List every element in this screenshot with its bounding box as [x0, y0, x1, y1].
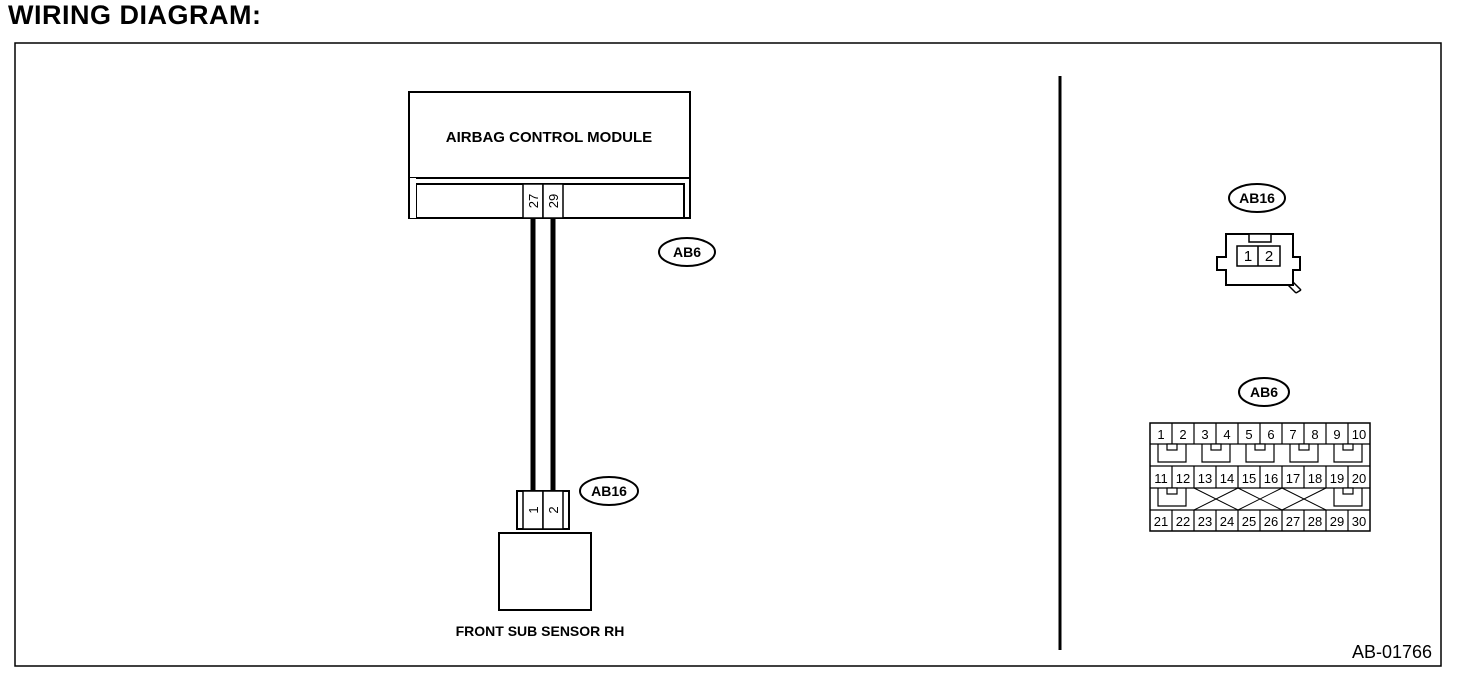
connector-pin-label: 23: [1198, 514, 1212, 529]
ab16-connector-view: AB16 1 2: [1216, 183, 1302, 294]
latch-tab: [1289, 444, 1319, 463]
connector-tag-label: AB6: [1250, 384, 1278, 400]
latch-slot: [1342, 487, 1354, 495]
connector-pin-label: 16: [1264, 471, 1278, 486]
connector-pin-label: 25: [1242, 514, 1256, 529]
connector-pin-label: 15: [1242, 471, 1256, 486]
connector-tag: [1228, 183, 1286, 213]
module-pin-label: 27: [526, 194, 541, 208]
connector-pin-label: 14: [1220, 471, 1234, 486]
connector-pin-label: 1: [1244, 248, 1252, 265]
latch-slot: [1254, 443, 1266, 451]
connector-pin-label: 29: [1330, 514, 1344, 529]
latch-tab: [1201, 444, 1231, 463]
latch-slot: [1298, 443, 1310, 451]
blocked-cell-mark: [1193, 487, 1239, 511]
airbag-control-module: AIRBAG CONTROL MODULE 27 29 AB6: [408, 91, 716, 267]
connector-pin-label: 19: [1330, 471, 1344, 486]
connector-tag: [579, 476, 639, 506]
latch-slot: [1210, 443, 1222, 451]
latch-tab: [1245, 444, 1275, 463]
connector-pin-label: 6: [1267, 427, 1274, 442]
sensor-body: [498, 532, 592, 611]
connector-pin-label: 26: [1264, 514, 1278, 529]
connector-pin-label: 17: [1286, 471, 1300, 486]
connector-pin-label: 5: [1245, 427, 1252, 442]
connector-pin-label: 4: [1223, 427, 1230, 442]
connector-pin-label: 20: [1352, 471, 1366, 486]
connector-pin-label: 7: [1289, 427, 1296, 442]
connector-pin-label: 2: [1179, 427, 1186, 442]
sensor-pin-label: 1: [526, 506, 541, 513]
connector-pin-label: 9: [1333, 427, 1340, 442]
diagram-frame: [14, 42, 1442, 667]
diagram-reference: AB-01766: [1352, 642, 1432, 662]
connector-pin-label: 1: [1157, 427, 1164, 442]
latch-tab: [1157, 444, 1187, 463]
connector-pin-label: 8: [1311, 427, 1318, 442]
connector-tag-label: AB16: [1239, 190, 1275, 206]
connector-pin-label: 30: [1352, 514, 1366, 529]
harness-wires: [530, 218, 556, 491]
connector-pin-label: 22: [1176, 514, 1190, 529]
connector-tag-label: AB16: [591, 483, 627, 499]
sensor-pin-label: 2: [546, 506, 561, 513]
connector-tag: [658, 237, 716, 267]
connector-pin-label: 21: [1154, 514, 1168, 529]
latch-slot: [1166, 443, 1178, 451]
connector-pin-label: 2: [1265, 248, 1273, 265]
connector-tag-label: AB6: [673, 244, 701, 260]
blocked-cell-mark: [1237, 487, 1283, 511]
latch-tab: [1157, 488, 1187, 507]
connector-pin-label: 18: [1308, 471, 1322, 486]
latch-slot: [1166, 487, 1178, 495]
connector-pin-label: 3: [1201, 427, 1208, 442]
connector-pin-label: 28: [1308, 514, 1322, 529]
latch-tab: [1333, 444, 1363, 463]
sensor-pin-cell: [542, 490, 564, 530]
connector-pin-label: 11: [1154, 471, 1168, 486]
front-sub-sensor-rh: 1 2 FRONT SUB SENSOR RH AB16: [456, 476, 639, 639]
latch-slot: [1342, 443, 1354, 451]
connector-pin-label: 24: [1220, 514, 1234, 529]
connector-pin-label: 27: [1286, 514, 1300, 529]
connector-pin-label: 13: [1198, 471, 1212, 486]
module-label: AIRBAG CONTROL MODULE: [446, 129, 652, 146]
connector-latch: [1248, 233, 1272, 243]
connector-pin-label: 12: [1176, 471, 1190, 486]
page-heading: WIRING DIAGRAM:: [8, 0, 262, 30]
blocked-cell-mark: [1281, 487, 1327, 511]
latch-tab: [1333, 488, 1363, 507]
module-pin-label: 29: [546, 194, 561, 208]
sensor-label: FRONT SUB SENSOR RH: [456, 623, 625, 639]
connector-tag: [1238, 377, 1290, 407]
connector-pin-label: 10: [1352, 427, 1366, 442]
